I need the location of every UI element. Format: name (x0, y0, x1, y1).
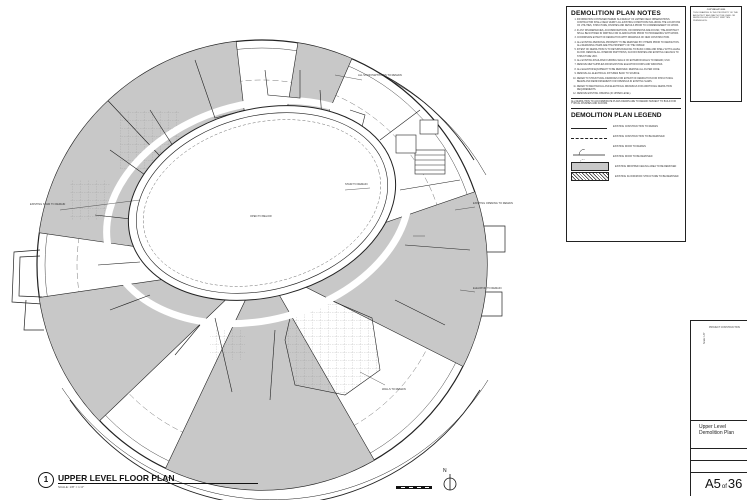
note-item: REMOVE EXISTING OPENING (IN UPPER LEVEL)… (577, 93, 681, 96)
note-item: ALL ELEVATOR EQUIPMENT TO BE REMOVED. RE… (577, 69, 681, 72)
north-arrow-icon (443, 474, 457, 491)
note-item: REFER TO MECHANICAL AND ELECTRICAL DRAWI… (577, 86, 681, 92)
legend-title: DEMOLITION PLAN LEGEND (571, 108, 681, 119)
note-item: COORDINATE EXTENT OF DEMOLITION WITH DRA… (577, 37, 681, 40)
legend-row: EXISTING DOOR TO REMAIN (571, 141, 681, 156)
legend-row: EXISTING FLOOR/ROOF STRUCTURE TO BE REMO… (571, 171, 681, 181)
legend-label: EXISTING DOOR TO BE REMOVED (613, 154, 653, 158)
legend-row: EXISTING CONSTRUCTION TO REMAIN (571, 121, 681, 131)
right-annex (480, 225, 506, 317)
note-item: ALL EXISTING INSULATED FURRING WALLS ON … (577, 60, 681, 63)
legend-row: EXISTING CONSTRUCTION TO BE REMOVED (571, 131, 681, 141)
graphic-scale-bar (396, 486, 432, 489)
north-arrow: N (440, 468, 460, 497)
scale-label: Scale: 1/8" (703, 332, 706, 344)
stamp-label: PROJECT CONSTRUCTION (709, 326, 741, 329)
legend-swatch (571, 124, 607, 129)
notes-title: DEMOLITION PLAN NOTES (571, 10, 661, 17)
corridor (103, 96, 413, 328)
copyright-box: COPYRIGHT 2020 THIS DRAWING IS THE PROPE… (690, 6, 742, 102)
legend-swatch (571, 171, 609, 181)
legend-swatch (571, 134, 607, 139)
sheet-total: 36 (727, 476, 743, 491)
sheet-title: Upper Level Demolition Plan (699, 424, 735, 436)
sheet-of: of (721, 484, 727, 490)
note-item: IF ANY DISCREPANCIES, ACCOMMODATIONS, OR… (577, 30, 681, 36)
legend-label: EXISTING FLOOR/ROOF STRUCTURE TO BE REMO… (615, 174, 679, 178)
plan-number-bubble: 1 (38, 472, 54, 488)
legend-swatch (571, 161, 609, 171)
note-item: REFER TO STRUCTURAL DRAWINGS FOR EXTENT … (577, 78, 681, 84)
legend-list: EXISTING CONSTRUCTION TO REMAIN EXISTING … (571, 121, 681, 181)
note-item: INFORMATION CONTAINED HEREIN IS A RESULT… (577, 19, 681, 28)
sheet-number: A5of36 (705, 476, 742, 491)
callout-right-lower: ELEVATOR TO REMAIN (473, 286, 502, 290)
legend-swatch (571, 143, 607, 156)
plan-title: UPPER LEVEL FLOOR PLAN (58, 473, 175, 483)
callout-open-below: OPEN TO BELOW (250, 214, 272, 218)
notes-footnote: ALL DEMOLITION TO ACCOMMODATE PLANS DRAW… (571, 98, 681, 105)
left-annex (11, 249, 44, 331)
demolition-notes-panel: DEMOLITION PLAN NOTES INFORMATION CONTAI… (566, 6, 686, 242)
legend-label: EXISTING DROPPED CEILING AREA TO BE REMO… (615, 164, 677, 168)
partition-walls (94, 59, 471, 401)
notes-list: INFORMATION CONTAINED HEREIN IS A RESULT… (571, 19, 681, 96)
callout-stair: STAIR TO REMAIN (345, 182, 368, 186)
legend-row: EXISTING DROPPED CEILING AREA TO BE REMO… (571, 161, 681, 171)
copyright-text: THIS DRAWING IS THE PROPERTY OF THE ARCH… (693, 11, 738, 23)
center-oval-opening (127, 105, 397, 301)
callout-labels: EXISTING STAIR TO REMAIN ALL STAIR PARTI… (30, 73, 513, 391)
legend-label: EXISTING CONSTRUCTION TO BE REMOVED (613, 134, 665, 138)
legend-row: EXISTING DOOR TO BE REMOVED (571, 151, 681, 166)
plan-scale: SCALE: 1/8" = 1'-0" (58, 485, 85, 489)
note-item: ALL EXISTING PERSONAL PROPERTY TO BE REM… (577, 42, 681, 48)
callout-bottom: WALLS TO REMAIN (382, 387, 406, 391)
callout-right-upper: EXISTING OPENING TO REMAIN (473, 201, 513, 205)
sheet-number-value: A5 (705, 476, 721, 491)
callouts (59, 74, 476, 386)
floor-plan-drawing: EXISTING STAIR TO REMAIN ALL STAIR PARTI… (11, 39, 513, 500)
callout-left: EXISTING STAIR TO REMAIN (30, 202, 65, 206)
note-item: INTENT OF DEMOLITION IS TO RETURN BUILDI… (577, 49, 681, 58)
legend-swatch (571, 153, 607, 166)
note-item: REMOVE ALL ELECTRICAL FIXTURES BACK TO S… (577, 73, 681, 76)
note-item: REMOVE MEP SUPPLIES FROM EXISTING ELEVAT… (577, 64, 681, 67)
legend-label: EXISTING DOOR TO REMAIN (613, 144, 646, 148)
legend-label: EXISTING CONSTRUCTION TO REMAIN (613, 124, 658, 128)
title-block: PROJECT CONSTRUCTION Scale: 1/8" Upper L… (690, 320, 747, 496)
north-letter: N (443, 468, 447, 474)
copyright-title: COPYRIGHT 2020 (706, 9, 726, 11)
callout-top: ALL STAIR PARTITIONS TO REMAIN (358, 73, 402, 77)
stair-core (395, 119, 446, 175)
